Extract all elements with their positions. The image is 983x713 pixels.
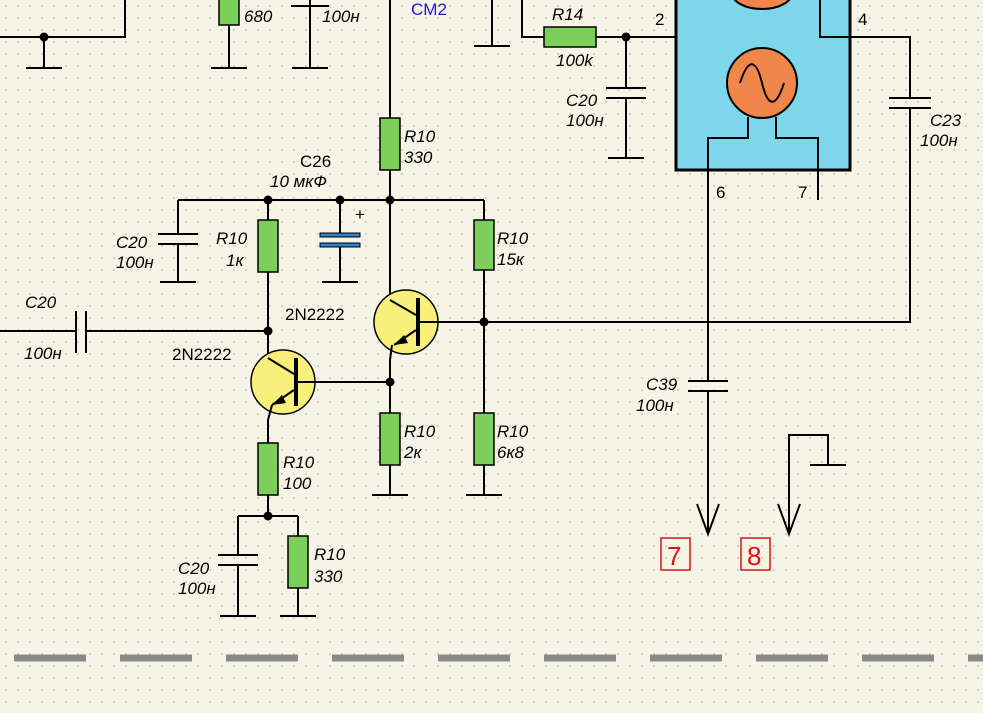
c23-value: 100н <box>920 131 958 150</box>
circuit-title: CM2 <box>411 0 447 19</box>
generator-top-icon <box>733 0 791 10</box>
resistor-r10-1k: R10 1к <box>216 200 279 358</box>
svg-text:8: 8 <box>747 541 761 571</box>
capacitor-c39: C39 100н <box>636 170 728 537</box>
c39-value: 100н <box>636 396 674 415</box>
r10-1k-name: R10 <box>216 229 248 248</box>
ic-pin-7: 7 <box>798 183 807 202</box>
q-lower-name: 2N2222 <box>172 345 232 364</box>
resistor-r10-330-top: R10 330 <box>379 0 436 200</box>
r10-2k-name: R10 <box>404 422 436 441</box>
r10-15k-name: R10 <box>497 229 529 248</box>
r10-680-value: 680 <box>244 7 273 26</box>
r10-330-bottom-value: 330 <box>314 567 343 586</box>
resistor-r10-100: R10 100 <box>238 442 315 521</box>
r10-330-top-value: 330 <box>404 148 433 167</box>
top-ground-490 <box>474 0 510 47</box>
c20-left-name: C20 <box>116 233 148 252</box>
c20-left-value: 100н <box>116 253 154 272</box>
r10-100-value: 100 <box>283 474 312 493</box>
r10-100-name: R10 <box>283 453 315 472</box>
transistor-q-lower: 2N2222 <box>172 345 390 443</box>
r14-value: 100k <box>556 51 594 70</box>
svg-text:7: 7 <box>667 541 681 571</box>
r10-330-bottom-name: R10 <box>314 545 346 564</box>
capacitor-c23: C23 100н <box>484 36 962 323</box>
resistor-r10-680: 680 <box>211 0 273 69</box>
ic-pin-2: 2 <box>655 10 664 29</box>
r10-6k8-value: 6к8 <box>497 443 524 462</box>
top-left-fragment <box>0 0 126 69</box>
ic-pin-6: 6 <box>716 183 725 202</box>
r10-15k-value: 15к <box>497 250 525 269</box>
marker-7: 7 <box>660 537 691 571</box>
c20-ic-value: 100н <box>566 111 604 130</box>
c23-name: C23 <box>930 111 962 130</box>
ic-pin-4: 4 <box>858 10 867 29</box>
capacitor-c20-ic: C20 100н <box>566 37 646 159</box>
c39-name: C39 <box>646 375 678 394</box>
output-8-wire <box>777 434 846 537</box>
q-upper-name: 2N2222 <box>285 305 345 324</box>
r10-2k-value: 2к <box>403 443 422 462</box>
resistor-r14: R14 100k <box>521 0 676 70</box>
capacitor-top-100n: 100н <box>291 0 360 69</box>
c20-bottom-name: C20 <box>178 559 210 578</box>
resistor-r10-15k: R10 15к <box>473 200 529 413</box>
capacitor-c20-bottom: C20 100н <box>178 516 258 617</box>
c26-name: C26 <box>300 152 331 171</box>
resistor-r10-2k: R10 2к <box>372 412 436 496</box>
c20-bottom-value: 100н <box>178 579 216 598</box>
c-top-value: 100н <box>322 7 360 26</box>
resistor-r10-6k8: R10 6к8 <box>466 412 529 496</box>
transistor-q-upper: 2N2222 <box>285 200 484 413</box>
capacitor-c20-left: C20 100н <box>116 200 198 283</box>
ic-block: 2 4 6 7 <box>655 0 867 202</box>
c20-input-name: C20 <box>25 293 57 312</box>
c26-value: 10 мкФ <box>270 172 327 191</box>
c20-input-value: 100н <box>24 344 62 363</box>
c26-polarity: + <box>355 205 365 224</box>
marker-8: 8 <box>740 537 771 571</box>
r14-name: R14 <box>552 5 583 24</box>
resistor-r10-330-bottom: R10 330 <box>280 516 346 617</box>
capacitor-c26: + C26 10 мкФ <box>270 152 365 283</box>
r10-1k-value: 1к <box>226 251 244 270</box>
capacitor-c20-input: C20 100н <box>0 293 268 363</box>
c20-ic-name: C20 <box>566 91 598 110</box>
r10-330-top-name: R10 <box>404 127 436 146</box>
r10-6k8-name: R10 <box>497 422 529 441</box>
